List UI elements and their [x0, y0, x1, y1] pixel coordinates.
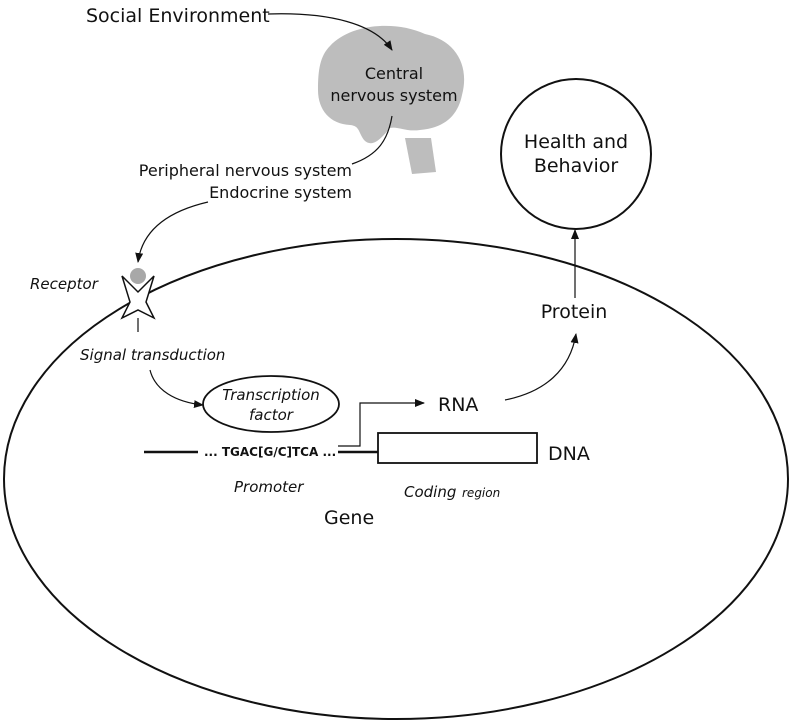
brain-icon: [318, 25, 465, 174]
transcription-factor-label-line2: factor: [249, 406, 294, 424]
health-behavior-node: [500, 78, 652, 230]
transcription-factor-label-line1: Transcription: [222, 386, 320, 404]
arrow-endocrine-to-receptor: [135, 201, 209, 263]
peripheral-nervous-system-label: Peripheral nervous system: [139, 161, 352, 180]
receptor-label: Receptor: [30, 275, 99, 293]
arrow-transcription-start: [338, 399, 425, 447]
coding-label: Coding: [404, 483, 456, 501]
arrow-rna-to-protein: [504, 333, 579, 401]
signal-transduction-label: Signal transduction: [80, 346, 225, 364]
coding-region-box: [377, 432, 538, 464]
connector-cns-to-peripheral: [351, 115, 393, 165]
dna-label: DNA: [548, 443, 590, 465]
gene-label: Gene: [324, 507, 374, 529]
arrow-signal-to-tf: [149, 369, 204, 409]
endocrine-system-label: Endocrine system: [209, 183, 352, 202]
health-behavior-label-line1: Health and: [524, 131, 628, 153]
arrow-social-to-cns: [267, 13, 393, 51]
promoter-sequence: ... TGAC[G/C]TCA ...: [204, 445, 336, 459]
receptor-icon: [120, 275, 156, 320]
social-environment-label: Social Environment: [86, 5, 270, 27]
promoter-label: Promoter: [234, 478, 304, 496]
cns-label-line1: Central: [365, 64, 423, 83]
health-behavior-label-line2: Behavior: [534, 155, 619, 177]
ligand-icon: [130, 268, 146, 284]
transcription-factor-node: [202, 375, 340, 433]
rna-label: RNA: [438, 394, 478, 416]
protein-label: Protein: [541, 301, 608, 323]
cns-label-line2: nervous system: [330, 86, 457, 105]
region-label: region: [462, 486, 500, 500]
cell-membrane: [3, 238, 789, 720]
